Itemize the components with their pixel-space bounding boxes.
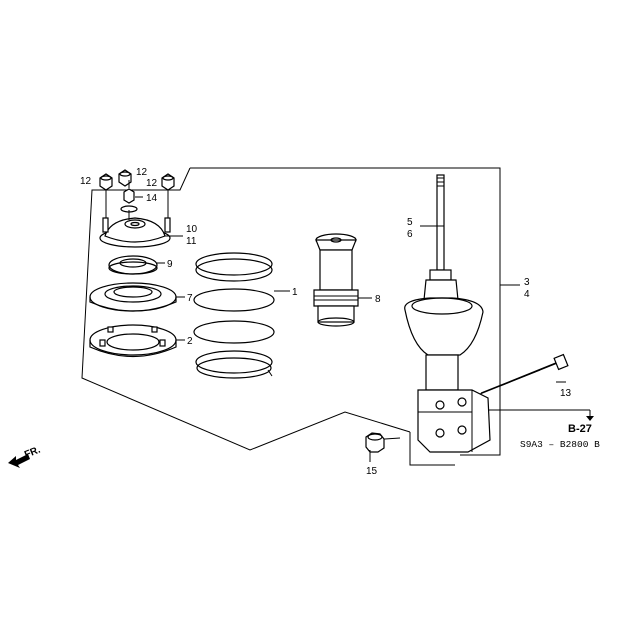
nut-part-12-left — [99, 173, 113, 191]
callout-2: 2 — [187, 336, 193, 347]
reference-label: B-27 — [568, 423, 592, 435]
callout-12-right: 12 — [146, 178, 158, 189]
callout-13: 13 — [560, 388, 572, 399]
bearing-ring-part-9 — [108, 255, 158, 275]
coil-spring-part-1 — [193, 252, 275, 379]
callout-5: 5 — [407, 217, 413, 228]
callout-9: 9 — [167, 259, 173, 270]
leader-lines — [135, 196, 566, 462]
reference-b27: B-27 — [568, 410, 594, 435]
diagram-code: S9A3 – B2800 B — [520, 439, 600, 450]
front-label: FR. — [23, 444, 42, 460]
callout-7: 7 — [187, 293, 193, 304]
strut-assembly-part-3 — [404, 174, 491, 453]
nut-part-15 — [365, 432, 385, 453]
front-arrow-icon: FR. — [8, 444, 42, 468]
callout-12-center: 12 — [136, 167, 148, 178]
callout-4: 4 — [524, 289, 530, 300]
nut-part-12-center — [118, 169, 132, 187]
bolt-part-13 — [479, 353, 569, 395]
flange-nut-part-14 — [120, 180, 138, 213]
bump-stop-part-8 — [313, 233, 359, 327]
callout-15: 15 — [366, 466, 378, 477]
callout-14: 14 — [146, 193, 158, 204]
callout-3: 3 — [524, 277, 530, 288]
callout-6: 6 — [407, 229, 413, 240]
mount-base-part-10 — [99, 190, 171, 248]
callout-11: 11 — [186, 236, 197, 247]
callout-12-left: 12 — [80, 176, 92, 187]
spring-mount-plate-part-2 — [89, 324, 177, 358]
callout-8: 8 — [375, 294, 381, 305]
callout-labels: 1 2 3 4 5 6 7 8 9 10 11 12 12 12 13 14 1… — [80, 167, 572, 477]
callout-1: 1 — [292, 287, 298, 298]
callout-10: 10 — [186, 224, 198, 235]
nut-part-12-right — [161, 173, 175, 191]
spring-seat-part-7 — [89, 282, 177, 312]
